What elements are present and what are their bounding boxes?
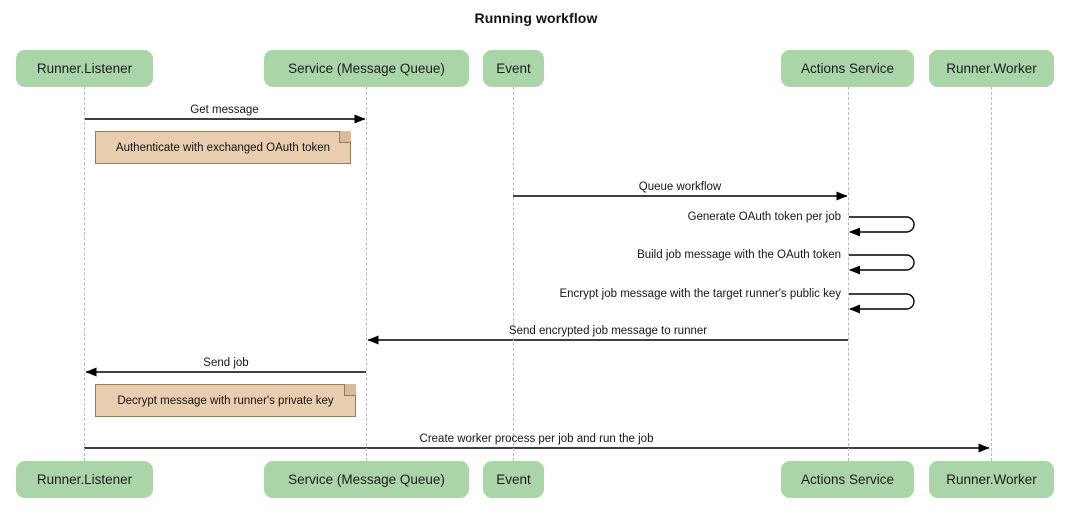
message-label-m3: Generate OAuth token per job — [687, 211, 841, 223]
note-n2: Decrypt message with runner's private ke… — [95, 384, 356, 417]
note-text: Decrypt message with runner's private ke… — [117, 394, 334, 407]
note-fold-corner-icon — [339, 131, 351, 143]
participant-footer-runner-listener[interactable]: Runner.Listener — [16, 461, 153, 498]
diagram-title: Running workflow — [474, 10, 598, 26]
participant-header-runner-worker[interactable]: Runner.Worker — [929, 50, 1054, 87]
note-text: Authenticate with exchanged OAuth token — [115, 141, 331, 154]
participant-footer-runner-worker[interactable]: Runner.Worker — [929, 461, 1054, 498]
message-label-m8: Create worker process per job and run th… — [419, 433, 654, 445]
note-fold-corner-icon — [344, 384, 356, 396]
participant-footer-event[interactable]: Event — [483, 461, 544, 498]
lifeline-actions-service — [848, 87, 849, 461]
participant-footer-actions-service[interactable]: Actions Service — [781, 461, 914, 498]
participant-header-service-queue[interactable]: Service (Message Queue) — [264, 50, 469, 87]
note-n1: Authenticate with exchanged OAuth token — [95, 131, 351, 164]
lifeline-runner-listener — [84, 87, 85, 461]
message-label-m2: Queue workflow — [638, 181, 722, 193]
message-label-m6: Send encrypted job message to runner — [508, 325, 708, 337]
participant-footer-service-queue[interactable]: Service (Message Queue) — [264, 461, 469, 498]
message-label-m1: Get message — [190, 104, 259, 116]
message-label-m5: Encrypt job message with the target runn… — [559, 288, 841, 300]
message-m4 — [849, 254, 915, 275]
message-label-m4: Build job message with the OAuth token — [637, 249, 841, 261]
lifeline-runner-worker — [991, 87, 992, 461]
participant-header-actions-service[interactable]: Actions Service — [781, 50, 914, 87]
participant-header-event[interactable]: Event — [483, 50, 544, 87]
lifeline-service-queue — [366, 87, 367, 461]
lifeline-event — [513, 87, 514, 461]
message-label-m7: Send job — [203, 357, 249, 369]
message-m5 — [849, 293, 915, 314]
message-m3 — [849, 216, 915, 237]
participant-header-runner-listener[interactable]: Runner.Listener — [16, 50, 153, 87]
